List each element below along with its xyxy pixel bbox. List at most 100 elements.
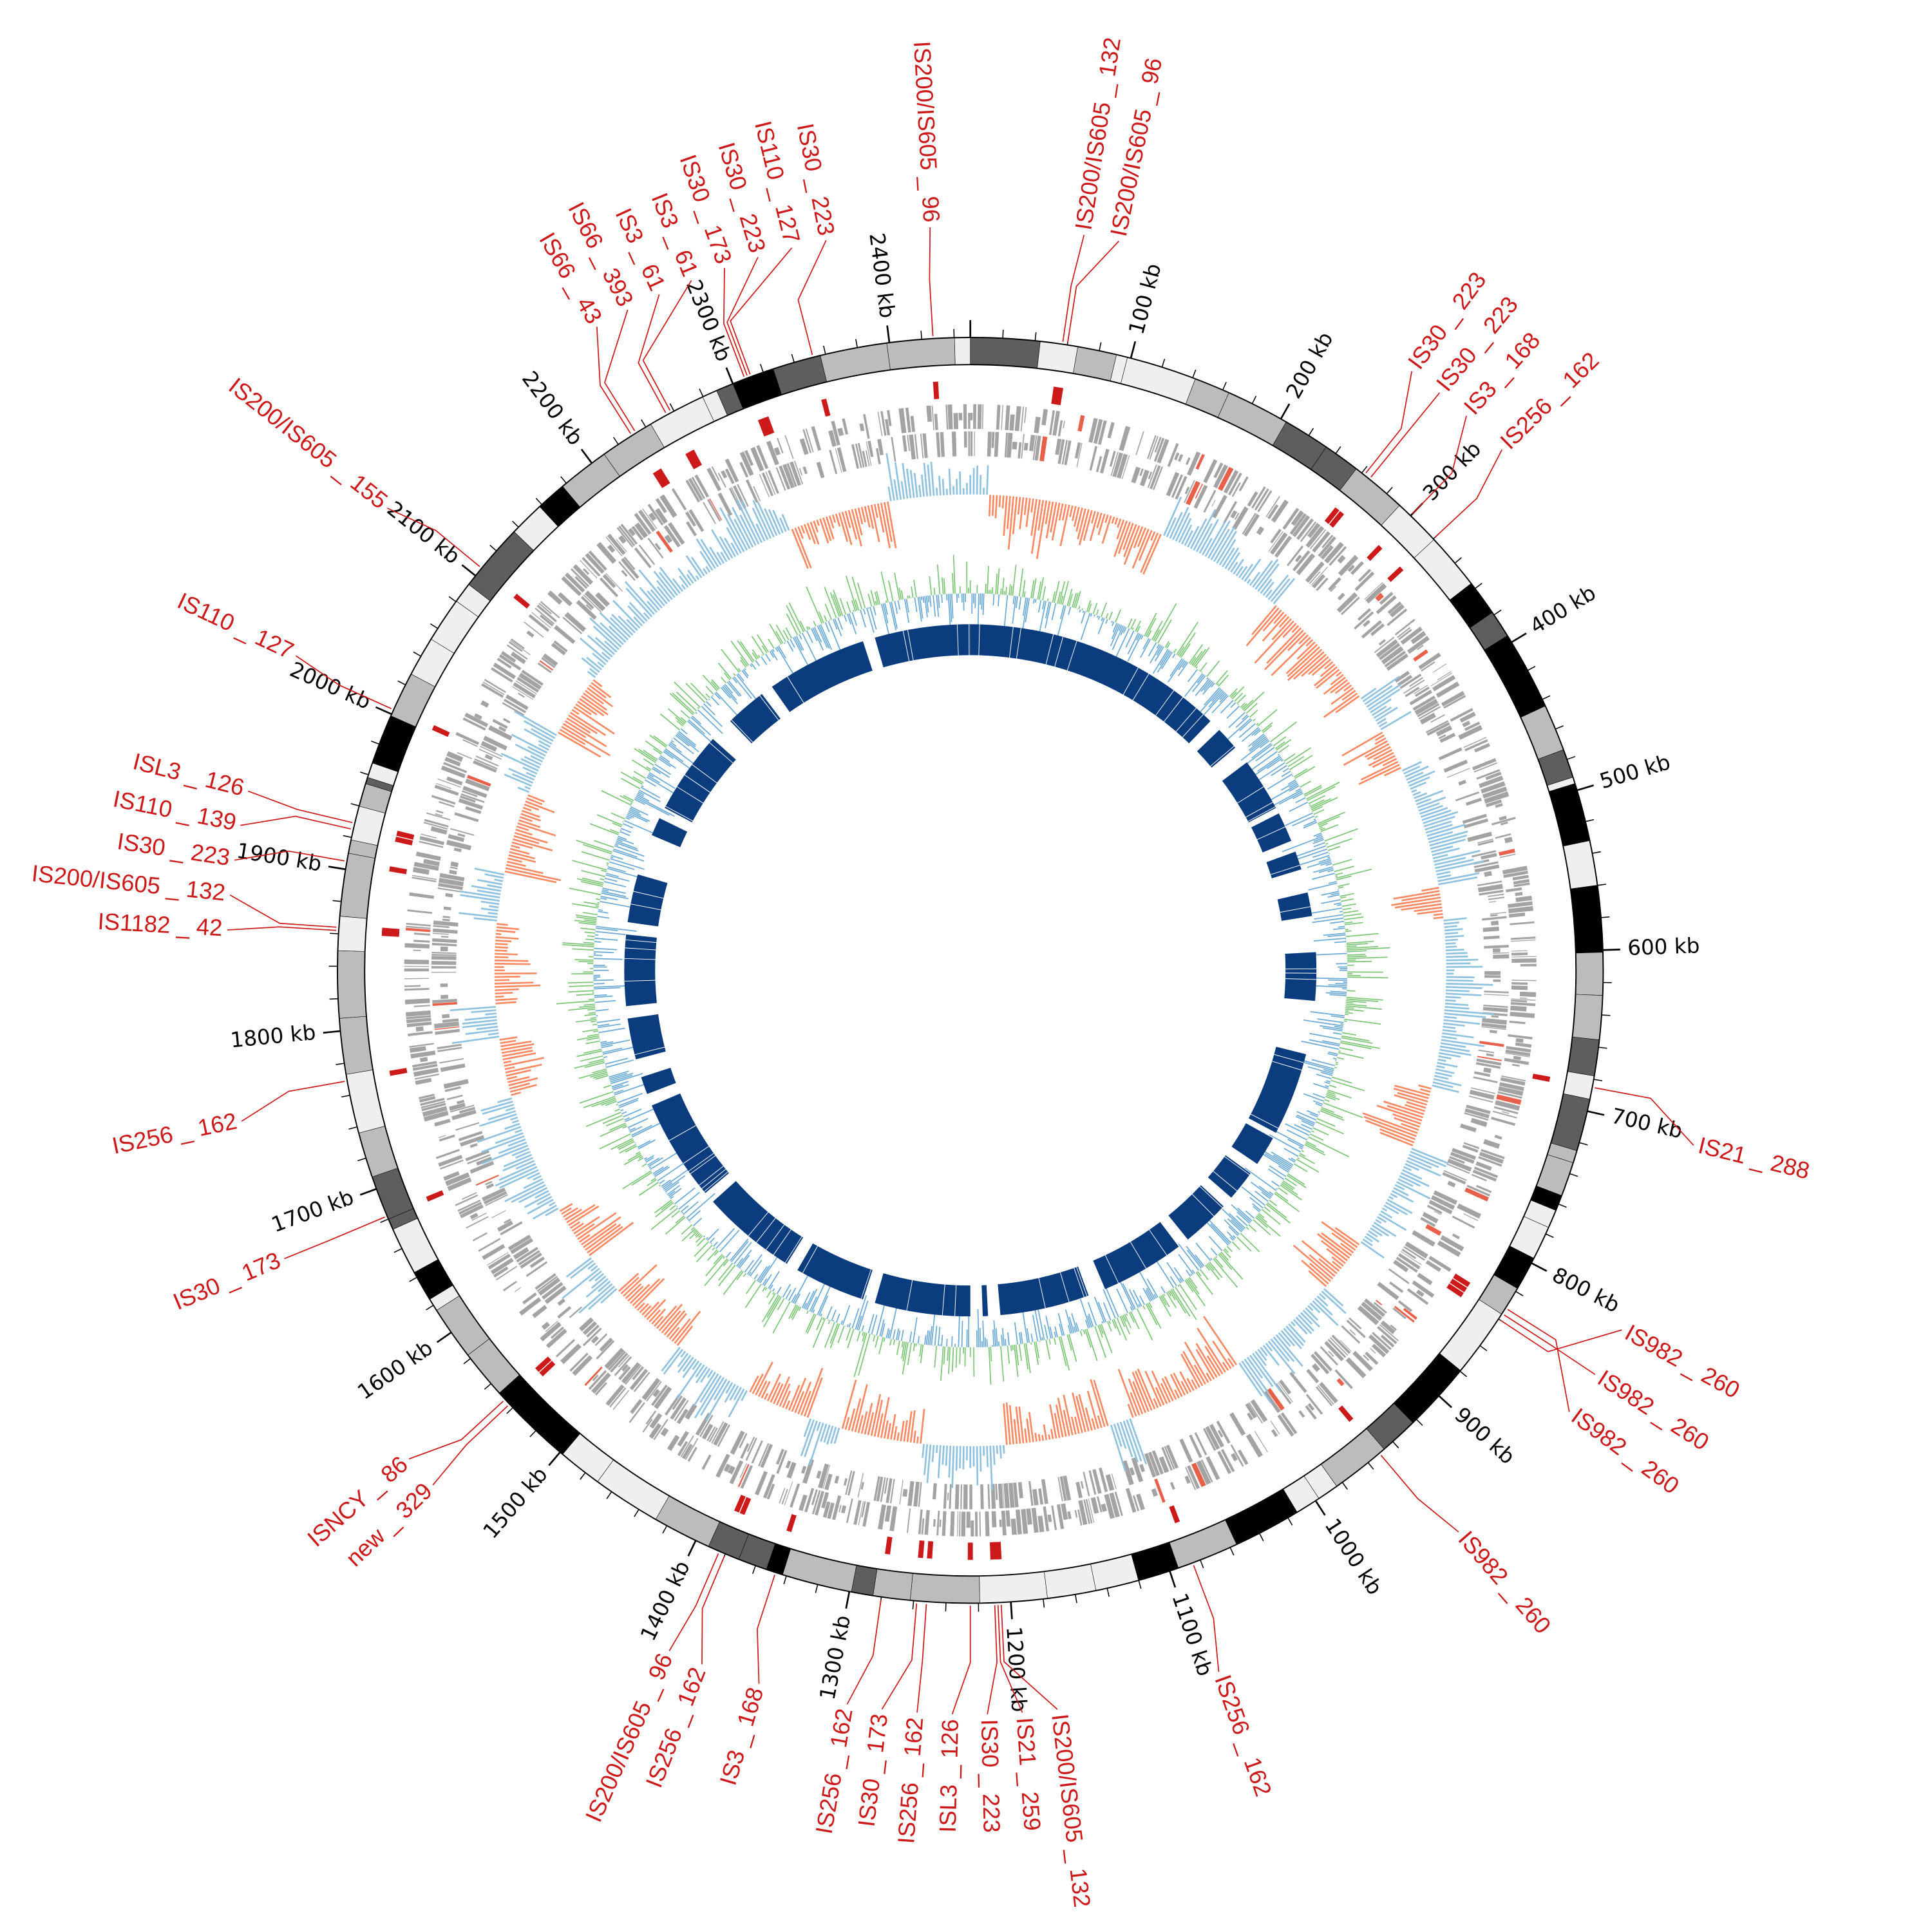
gene-feature — [970, 413, 973, 421]
gene-feature — [1242, 513, 1256, 535]
gc-content-bar — [581, 851, 611, 861]
gc-skew-bar — [495, 936, 519, 940]
gc-skew-bar — [810, 522, 820, 545]
gene-feature — [421, 1101, 446, 1109]
gene-feature — [1510, 921, 1535, 925]
tick-mark — [426, 1305, 434, 1311]
gene-feature — [677, 1441, 688, 1457]
gene-feature — [585, 553, 605, 574]
gene-feature — [709, 498, 723, 521]
gc-skew-bar — [633, 616, 643, 627]
is-element-marker — [1532, 1074, 1551, 1082]
gc-content-bar — [1248, 736, 1267, 751]
gc-content-bar — [1340, 1040, 1380, 1049]
gc-content-bar — [1245, 703, 1258, 714]
gene-feature — [1499, 1082, 1524, 1092]
gc-skew-bar — [816, 519, 820, 526]
gc-content-bar — [1105, 619, 1108, 624]
gene-feature — [433, 925, 450, 929]
gene-feature — [510, 651, 526, 665]
tick-mark — [1280, 403, 1291, 420]
gc-skew-bar — [562, 1267, 600, 1300]
gene-feature — [448, 834, 465, 842]
gene-feature — [1349, 1329, 1356, 1336]
is-element-label: IS30 _ 223 — [115, 828, 231, 871]
gene-feature — [579, 1317, 594, 1332]
gene-feature — [775, 1448, 784, 1465]
gc-skew-bar — [1019, 497, 1025, 529]
gc-skew-bar — [609, 617, 631, 638]
gc-content-bar — [806, 1310, 809, 1314]
gc-content-bar — [736, 1271, 744, 1281]
gene-feature — [918, 1482, 922, 1507]
gene-feature — [1378, 639, 1386, 646]
gc-skew-bar — [1326, 1247, 1346, 1264]
gc-content-bar — [1210, 1258, 1213, 1260]
tick-mark — [1511, 632, 1527, 643]
gc-skew-bar — [1050, 502, 1057, 533]
inner-block-gap — [624, 980, 656, 982]
tick-mark — [348, 1126, 357, 1130]
gc-skew-bar — [500, 1040, 532, 1048]
gene-feature — [1418, 652, 1441, 670]
gene-feature — [618, 1354, 630, 1368]
gc-content-bar — [1311, 1059, 1336, 1066]
gc-content-bar — [1305, 1142, 1325, 1153]
is-element-marker — [739, 1497, 752, 1515]
gc-content-bar — [1099, 1324, 1104, 1334]
gene-feature — [906, 1508, 911, 1533]
gc-content-bar — [1139, 1271, 1156, 1300]
gc-skew-bar — [495, 939, 512, 943]
gene-feature — [784, 435, 794, 459]
gc-content-bar — [1282, 1182, 1294, 1191]
gc-skew-bar — [1002, 1444, 1005, 1454]
ideogram-band — [1575, 952, 1604, 996]
gene-feature — [437, 778, 461, 788]
gene-feature — [1442, 1172, 1466, 1185]
gc-content-bar — [901, 1341, 905, 1359]
gc-content-bar — [1347, 956, 1388, 960]
gene-feature — [1268, 531, 1283, 552]
gene-feature — [413, 862, 439, 871]
gene-feature — [1136, 1493, 1145, 1510]
gc-content-bar — [1231, 1219, 1244, 1231]
gene-feature — [455, 732, 480, 745]
gc-content-bar — [612, 822, 622, 828]
gc-skew-bar — [464, 1016, 497, 1021]
gc-skew-bar — [1186, 1378, 1195, 1391]
gene-feature — [802, 429, 812, 453]
gc-content-bar — [1327, 846, 1340, 851]
gc-skew-bar — [459, 912, 498, 918]
gene-feature — [1289, 513, 1307, 535]
gene-feature — [1418, 706, 1441, 720]
gene-feature — [516, 1247, 538, 1263]
gc-skew-bar — [663, 1349, 684, 1375]
inner-block — [1266, 851, 1302, 878]
gene-feature — [434, 1021, 459, 1029]
gc-content-bar — [1285, 1123, 1310, 1136]
gene-feature — [404, 998, 430, 1005]
gene-feature — [1357, 1305, 1379, 1325]
gc-content-bar — [1305, 1141, 1317, 1148]
gc-skew-bar — [564, 720, 607, 748]
gene-feature — [775, 467, 786, 491]
gc-content-bar — [1187, 668, 1198, 683]
gene-feature — [509, 639, 531, 656]
gene-feature — [583, 594, 602, 613]
gc-skew-bar — [1018, 1406, 1025, 1444]
gc-content-bar — [593, 983, 605, 985]
gc-content-bar — [876, 1305, 885, 1336]
gene-feature — [458, 1131, 483, 1142]
gc-content-bar — [597, 916, 610, 919]
tick-mark — [1587, 1110, 1605, 1116]
gene-feature — [498, 726, 507, 732]
gc-skew-bar — [752, 507, 769, 540]
gene-feature — [862, 1502, 871, 1527]
gene-feature — [694, 474, 710, 498]
gc-content-bar — [718, 1264, 736, 1287]
gc-skew-bar — [495, 1166, 538, 1187]
gc-content-bar — [670, 1196, 674, 1200]
gc-skew-bar — [800, 1390, 811, 1416]
gc-skew-bar — [581, 657, 600, 673]
gc-skew-bar — [797, 526, 804, 539]
